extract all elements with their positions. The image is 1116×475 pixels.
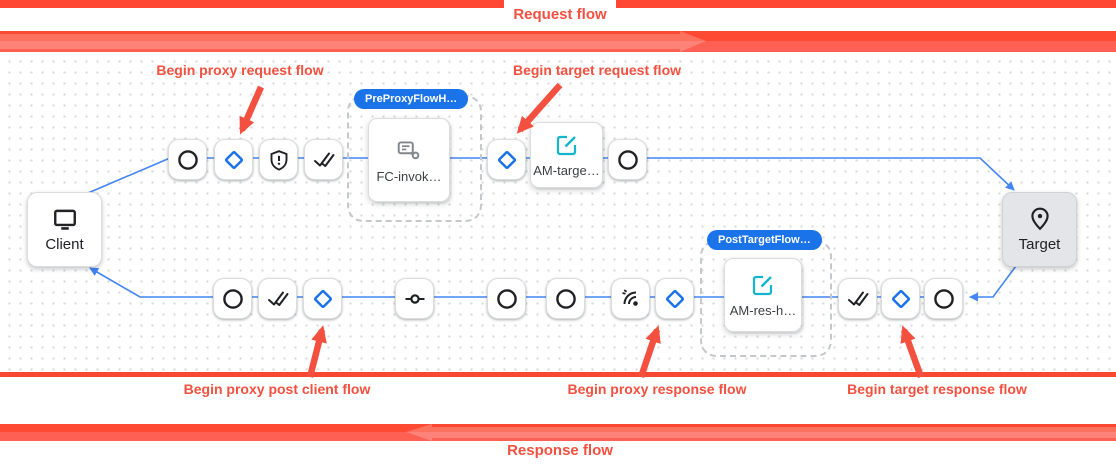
am-response-policy-card[interactable]: AM-res-h… — [724, 258, 802, 332]
step-response-diamond-proxy[interactable] — [655, 278, 694, 319]
step-response-circle-4[interactable] — [924, 278, 963, 319]
response-flow-arrow-band — [0, 424, 1116, 441]
step-response-diamond-target[interactable] — [881, 278, 920, 319]
fc-invoke-label: FC-invok… — [376, 168, 442, 184]
circle-icon — [617, 149, 638, 170]
request-arrow-shape — [0, 31, 706, 52]
client-label: Client — [45, 236, 84, 253]
request-flow-arrow-band — [0, 31, 1116, 52]
signal-icon — [621, 288, 638, 306]
step-response-double-check-2[interactable] — [838, 278, 877, 319]
edit-square-icon — [556, 135, 576, 155]
step-response-circle-1[interactable] — [213, 278, 252, 319]
flow-callout-icon — [397, 140, 420, 159]
annotation-target-response: Begin target response flow — [847, 381, 1027, 397]
diamond-icon — [891, 289, 910, 308]
pre-proxy-flow-pill[interactable]: PreProxyFlowH… — [354, 89, 469, 109]
switch-icon — [405, 293, 424, 304]
step-request-shield[interactable] — [259, 139, 298, 180]
step-request-double-check[interactable] — [304, 139, 343, 180]
diamond-icon — [497, 150, 516, 169]
response-flow-label: Response flow — [507, 442, 613, 459]
double-check-icon — [313, 152, 334, 167]
diamond-icon — [224, 150, 243, 169]
step-response-circle-2[interactable] — [487, 278, 526, 319]
circle-icon — [933, 288, 954, 309]
step-request-diamond-proxy[interactable] — [214, 139, 253, 180]
annotation-proxy-response: Begin proxy response flow — [567, 381, 747, 397]
response-flow-top-line — [0, 372, 1116, 377]
am-target-policy-card[interactable]: AM-targe… — [530, 122, 603, 188]
monitor-icon — [53, 209, 76, 230]
annotation-target-request: Begin target request flow — [512, 62, 682, 78]
circle-icon — [222, 288, 243, 309]
shield-icon — [270, 149, 287, 171]
diamond-icon — [665, 289, 684, 308]
annotation-proxy-request: Begin proxy request flow — [156, 62, 324, 78]
post-target-flow-pill[interactable]: PostTargetFlow… — [707, 230, 822, 250]
step-request-circle-1[interactable] — [168, 139, 207, 180]
step-response-circle-3[interactable] — [546, 278, 585, 319]
target-label: Target — [1018, 236, 1061, 253]
step-request-diamond-target[interactable] — [487, 139, 526, 180]
edit-square-icon — [752, 275, 773, 295]
target-node[interactable]: Target — [1002, 192, 1077, 267]
step-response-signal[interactable] — [611, 278, 650, 319]
client-node[interactable]: Client — [27, 192, 102, 267]
double-check-icon — [847, 291, 868, 306]
am-target-label: AM-targe… — [533, 162, 600, 178]
circle-icon — [177, 149, 198, 170]
double-check-icon — [267, 291, 288, 306]
location-pin-icon — [1030, 207, 1049, 231]
step-response-double-check-1[interactable] — [258, 278, 297, 319]
request-flow-label: Request flow — [504, 0, 616, 29]
am-response-label: AM-res-h… — [729, 302, 797, 318]
step-response-switch[interactable] — [395, 278, 434, 319]
fc-invoke-policy-card[interactable]: FC-invok… — [368, 118, 450, 202]
step-response-diamond-post-client[interactable] — [303, 278, 342, 319]
response-arrow-shape — [406, 424, 1116, 441]
annotation-proxy-post-client: Begin proxy post client flow — [183, 381, 371, 397]
circle-icon — [555, 288, 576, 309]
flow-canvas — [0, 52, 1116, 372]
step-request-circle-2[interactable] — [608, 139, 647, 180]
circle-icon — [496, 288, 517, 309]
diamond-icon — [313, 289, 332, 308]
